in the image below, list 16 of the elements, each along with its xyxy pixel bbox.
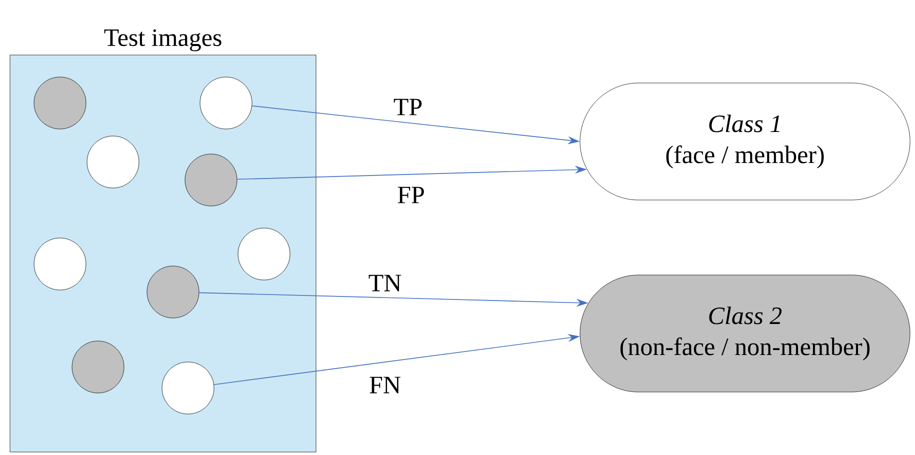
circle <box>72 340 124 394</box>
edge-label: FN <box>370 376 400 394</box>
panel-heading: Test images <box>104 29 222 52</box>
circle <box>146 266 200 318</box>
circle <box>34 76 86 130</box>
circle <box>200 76 252 130</box>
circle <box>184 154 238 206</box>
edge-label: FP <box>398 186 424 204</box>
class-box: Class 2 (non-face / non-member) <box>580 274 910 392</box>
edge-label: TN <box>368 274 402 292</box>
circle <box>34 238 86 290</box>
circle <box>162 362 214 414</box>
circle <box>238 228 290 280</box>
circle <box>86 136 140 188</box>
edge-label: TP <box>394 98 422 116</box>
class-box: Class 1 (face / member) <box>580 82 910 200</box>
